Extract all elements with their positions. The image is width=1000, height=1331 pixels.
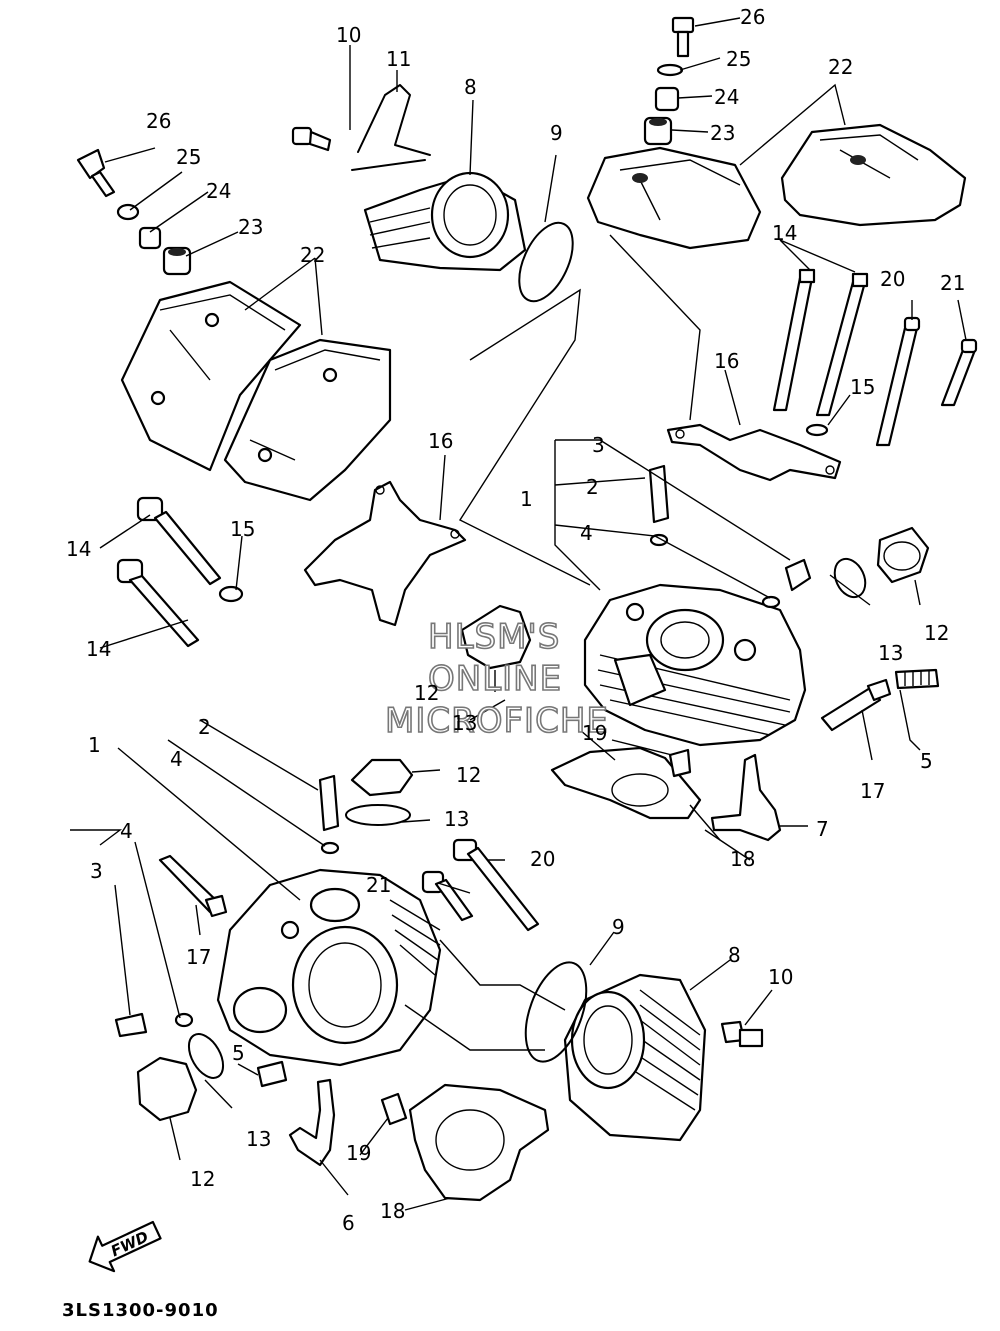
callout-label: 2	[198, 715, 211, 739]
forward-arrow: FWD	[88, 1220, 162, 1273]
callout-label: 24	[714, 85, 739, 109]
stud-right	[894, 668, 940, 690]
watermark: HLSM'S ONLINE MICROFICHE	[384, 616, 609, 742]
callout-label: 8	[728, 943, 741, 967]
head-bolts-right	[772, 268, 978, 447]
callout-label: 14	[66, 537, 91, 561]
callout-label: 12	[414, 681, 439, 705]
callout-label: 13	[246, 1127, 271, 1151]
bolt-10-upper	[291, 126, 332, 152]
plug-middle	[460, 604, 532, 670]
callout-label: 25	[176, 145, 201, 169]
diagram-code: 3LS1300-9010	[62, 1300, 219, 1321]
watermark-line-1: HLSM'S	[428, 617, 560, 657]
callout-label: 21	[366, 873, 391, 897]
callout-label: 13	[878, 641, 903, 665]
callout-label: 4	[120, 819, 133, 843]
callout-label: 6	[342, 1211, 355, 1235]
front-cylinder-lower	[563, 973, 707, 1142]
dowel-left	[380, 1092, 408, 1126]
callout-label: 13	[452, 711, 477, 735]
callout-label: 10	[336, 23, 361, 47]
callout-label: 17	[186, 945, 211, 969]
callout-label: 5	[232, 1041, 245, 1065]
dowel-right	[668, 748, 692, 778]
bracket-right	[666, 423, 842, 482]
callout-label: 9	[550, 121, 563, 145]
callout-label: 3	[90, 859, 103, 883]
callout-label: 15	[850, 375, 875, 399]
clamp-11	[351, 84, 431, 171]
callout-label: 22	[300, 243, 325, 267]
callout-label: 11	[386, 47, 411, 71]
callout-label: 12	[456, 763, 481, 787]
rear-cylinder-head	[583, 583, 807, 747]
callout-label: 14	[86, 637, 111, 661]
callout-label: 12	[190, 1167, 215, 1191]
spark-plug-left	[158, 854, 228, 918]
callout-label: 25	[726, 47, 751, 71]
callout-label: 19	[346, 1141, 371, 1165]
callout-label: 13	[444, 807, 469, 831]
callout-label: 1	[520, 487, 533, 511]
callout-label: 10	[768, 965, 793, 989]
stud-left	[256, 1060, 288, 1088]
callout-label: 1	[88, 733, 101, 757]
gasket-left	[408, 1083, 550, 1202]
callout-label: 20	[880, 267, 905, 291]
callout-label: 17	[860, 779, 885, 803]
callout-label: 4	[170, 747, 183, 771]
front-head-cover-right	[223, 338, 392, 502]
callout-label: 18	[380, 1199, 405, 1223]
oring-9-lower	[524, 961, 588, 1063]
callout-label: 7	[816, 817, 829, 841]
callout-label: 2	[586, 475, 599, 499]
callout-label: 20	[530, 847, 555, 871]
rear-cylinder-upper	[363, 171, 527, 272]
callout-label: 21	[940, 271, 965, 295]
front-head-cover-left	[120, 280, 302, 472]
callout-label: 4	[580, 521, 593, 545]
plug-oring-middle	[345, 758, 414, 826]
callout-label: 26	[740, 5, 765, 29]
callout-label: 26	[146, 109, 171, 133]
pipe-left	[288, 1078, 336, 1167]
bolts-lower	[421, 838, 540, 932]
valve-parts-left	[114, 774, 340, 1038]
callout-label: 9	[612, 915, 625, 939]
callout-label: 22	[828, 55, 853, 79]
callout-label: 3	[592, 433, 605, 457]
callout-label: 23	[710, 121, 735, 145]
front-cylinder-head	[216, 868, 442, 1067]
plug-oring-right	[833, 526, 930, 599]
callout-label: 24	[206, 179, 231, 203]
callout-label: 16	[428, 429, 453, 453]
callout-label: 14	[772, 221, 797, 245]
callout-label: 15	[230, 517, 255, 541]
rear-head-cover-right	[780, 123, 967, 227]
callout-label: 16	[714, 349, 739, 373]
callout-label: 5	[920, 749, 933, 773]
pipe-right	[710, 753, 782, 842]
head-bolts-left	[116, 496, 244, 648]
watermark-line-2: ONLINE	[428, 659, 562, 699]
callout-label: 23	[238, 215, 263, 239]
callout-label: 8	[464, 75, 477, 99]
callout-label: 12	[924, 621, 949, 645]
cover-bolt-stack-right	[643, 16, 695, 146]
callout-label: 18	[730, 847, 755, 871]
bolt-10-lower	[720, 1020, 764, 1048]
plug-oring-left	[136, 1033, 225, 1122]
rear-head-cover-left	[586, 146, 762, 250]
callout-label: 19	[582, 721, 607, 745]
oring-9-upper	[518, 221, 574, 303]
watermark-line-3: MICROFICHE	[385, 701, 609, 741]
callout-labels: 26 25 24 23 22 14 20 21 16 15 3 2 1 4 12…	[66, 5, 965, 1235]
cover-bolt-stack-left	[76, 148, 192, 276]
spark-plug-right	[820, 678, 892, 732]
bracket-left	[303, 480, 467, 627]
leader-lines	[70, 17, 967, 1211]
